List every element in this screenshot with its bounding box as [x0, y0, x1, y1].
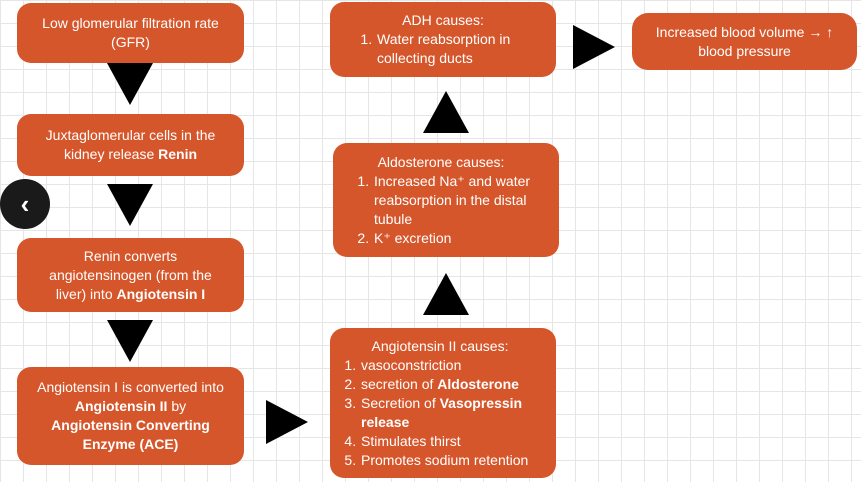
arrow-right-2: [573, 25, 615, 69]
box-renin-converts-line3: liver) into Angiotensin I: [27, 285, 234, 304]
result-line2: blood pressure: [698, 42, 791, 59]
arrow-down-3: [107, 320, 153, 362]
aldosterone-heading: Aldosterone causes:: [377, 153, 505, 170]
box-low-gfr: Low glomerular filtration rate (GFR): [17, 3, 244, 63]
angiotensin1-prefix: liver) into: [55, 285, 117, 302]
chevron-left-icon: ‹: [20, 189, 30, 219]
angiotensin2-item: Secretion of Vasopressin release: [360, 394, 550, 432]
angiotensin2-item: vasoconstriction: [360, 356, 550, 375]
aldosterone-item: Increased Na⁺ and water reabsorption in …: [373, 172, 549, 229]
adh-list: Water reabsorption in collecting ducts: [330, 30, 536, 68]
angiotensin2-list: vasoconstriction secretion of Aldosteron…: [330, 356, 550, 470]
box-adh-effects: ADH causes: Water reabsorption in collec…: [330, 2, 556, 77]
vasopressin-prefix: Secretion of: [361, 394, 440, 411]
box-ace-line3: Angiotensin Converting: [51, 417, 210, 433]
angiotensin2-bold: Angiotensin II: [74, 398, 168, 414]
angiotensin2-item: Stimulates thirst: [360, 432, 550, 451]
adh-heading: ADH causes:: [402, 12, 484, 28]
aldosterone-list: Increased Na⁺ and water reabsorption in …: [333, 172, 549, 248]
box-ace-line1: Angiotensin I is converted into: [37, 379, 224, 395]
aldosterone-prefix: secretion of: [361, 375, 438, 392]
box-angiotensin2-effects: Angiotensin II causes: vasoconstriction …: [330, 328, 556, 478]
arrow-down-1: [107, 63, 153, 105]
angiotensin2-item: Promotes sodium retention: [360, 451, 550, 470]
box-renin-converts-line1: Renin converts: [83, 247, 178, 264]
arrow-up-2: [423, 91, 469, 133]
box-renin-converts-line2: angiotensinogen (from the: [49, 266, 212, 283]
box-result: Increased blood volume → ↑ blood pressur…: [632, 13, 857, 70]
box-low-gfr-line1: Low glomerular filtration rate: [42, 15, 219, 31]
box-aldosterone-effects: Aldosterone causes: Increased Na⁺ and wa…: [333, 143, 559, 257]
angiotensin2-item: secretion of Aldosterone: [360, 375, 550, 394]
box-renin-release-line1: Juxtaglomerular cells in the: [45, 127, 216, 143]
box-ace-line2: Angiotensin II by: [27, 397, 234, 416]
box-low-gfr-line2: (GFR): [111, 34, 150, 50]
renin-bold: Renin: [158, 146, 198, 162]
arrow-up-1: [423, 273, 469, 315]
adh-item: Water reabsorption in collecting ducts: [376, 30, 536, 68]
box-renin-converts: Renin converts angiotensinogen (from the…: [17, 238, 244, 312]
vasopressin-bold: Vasopressin release: [361, 394, 523, 430]
aldosterone-bold: Aldosterone: [437, 375, 519, 392]
angiotensin1-bold: Angiotensin I: [116, 285, 206, 302]
angiotensin2-heading: Angiotensin II causes:: [371, 337, 509, 354]
renin-prefix: kidney release: [63, 146, 159, 162]
aldosterone-item: K⁺ excretion: [373, 229, 549, 248]
arrow-down-2: [107, 184, 153, 226]
box-renin-release: Juxtaglomerular cells in the kidney rele…: [17, 114, 244, 176]
box-ace-line4: Enzyme (ACE): [82, 436, 179, 452]
box-renin-release-line2: kidney release Renin: [27, 145, 234, 164]
angiotensin2-suffix: by: [167, 398, 187, 414]
arrow-right-1: [266, 400, 308, 444]
box-ace-conversion: Angiotensin I is converted into Angioten…: [17, 367, 244, 465]
result-line1: Increased blood volume → ↑: [655, 23, 834, 40]
back-button[interactable]: ‹: [0, 179, 50, 229]
